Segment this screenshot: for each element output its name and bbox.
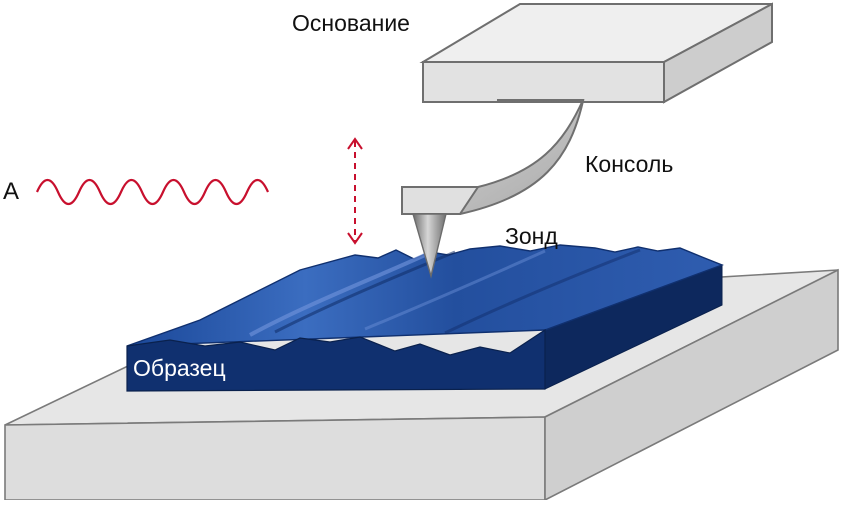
sample-front-face: [126, 328, 546, 392]
vertical-motion-arrow: [347, 137, 363, 245]
sample-label: Образец: [133, 355, 226, 381]
cantilever: [401, 99, 585, 279]
base-label: Основание: [292, 10, 410, 36]
probe-label: Зонд: [505, 223, 558, 249]
sample-ridge-3: [364, 249, 546, 331]
cantilever-label: Консоль: [585, 151, 674, 177]
base-front: [422, 61, 665, 103]
amplitude-label: А: [3, 178, 20, 205]
sine-wave-icon: [35, 178, 270, 206]
cantilever-end: [401, 186, 480, 215]
base-right-side: [663, 2, 773, 104]
platform-front: [4, 416, 546, 501]
sample-ridge-1: [249, 253, 426, 337]
probe-tip-icon: [412, 213, 447, 279]
platform-side: [544, 268, 839, 502]
sample-ridge-4: [444, 248, 641, 335]
base-block: [419, 2, 773, 104]
